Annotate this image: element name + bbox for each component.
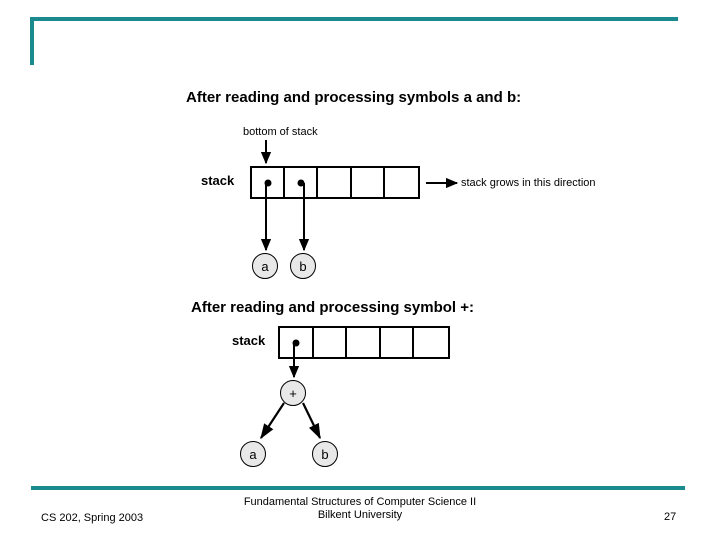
stack-cells-1 xyxy=(250,166,420,199)
tree-edge-plus-to-a xyxy=(260,402,285,440)
node-a-section2: a xyxy=(240,441,266,467)
node-a-section1: a xyxy=(252,253,278,279)
node-label: + xyxy=(289,385,297,401)
node-label: b xyxy=(321,446,329,462)
stack-label-2: stack xyxy=(232,333,266,348)
stack-cell xyxy=(314,328,348,357)
section-title-1-suffix: : xyxy=(516,89,522,106)
section-title-1-mid: and xyxy=(471,89,507,106)
section-title-2-symbol-plus: + xyxy=(460,299,469,316)
footer-center-block: Fundamental Structures of Computer Scien… xyxy=(0,496,720,522)
stack-cell xyxy=(352,168,385,197)
section-title-2-prefix: After reading and processing symbol xyxy=(191,299,461,316)
stack-cell xyxy=(318,168,352,197)
tree-edge-plus-to-b xyxy=(302,402,321,440)
stack-cell xyxy=(414,328,448,357)
node-plus-section2: + xyxy=(280,380,306,406)
stack-cell xyxy=(347,328,381,357)
stack-slot-dot xyxy=(297,179,305,186)
section-title-1-symbol-a: a xyxy=(463,89,472,106)
stack-slot-dot xyxy=(292,339,300,346)
node-label: b xyxy=(299,258,307,274)
section-title-1-symbol-b: b xyxy=(506,89,517,106)
stack-label-1: stack xyxy=(201,173,235,188)
footer-course-title: Fundamental Structures of Computer Scien… xyxy=(243,496,477,508)
footer-page-number: 27 xyxy=(664,511,677,523)
section-title-1: After reading and processing symbols a a… xyxy=(186,89,521,106)
stack-cells-2 xyxy=(278,326,450,359)
stack-cell xyxy=(252,168,286,197)
stack-grows-direction-label: stack grows in this direction xyxy=(461,177,596,189)
bottom-of-stack-label: bottom of stack xyxy=(243,126,318,138)
node-label: a xyxy=(249,446,257,462)
accent-rule-footer xyxy=(31,486,685,490)
section-title-2: After reading and processing symbol +: xyxy=(191,299,474,316)
footer-course-label: CS 202, Spring 2003 xyxy=(41,512,144,524)
node-b-section1: b xyxy=(290,253,316,279)
node-b-section2: b xyxy=(312,441,338,467)
stack-slot-dot xyxy=(264,179,272,186)
accent-rule-top-vertical xyxy=(30,17,34,65)
section-title-1-prefix: After reading and processing symbols xyxy=(186,89,464,106)
section-title-2-suffix: : xyxy=(469,299,474,316)
stack-cell xyxy=(285,168,319,197)
footer-university: Bilkent University xyxy=(317,509,403,521)
stack-cell xyxy=(280,328,314,357)
stack-cell xyxy=(385,168,418,197)
accent-rule-top-horizontal xyxy=(30,17,678,21)
node-label: a xyxy=(261,258,269,274)
stack-cell xyxy=(381,328,415,357)
